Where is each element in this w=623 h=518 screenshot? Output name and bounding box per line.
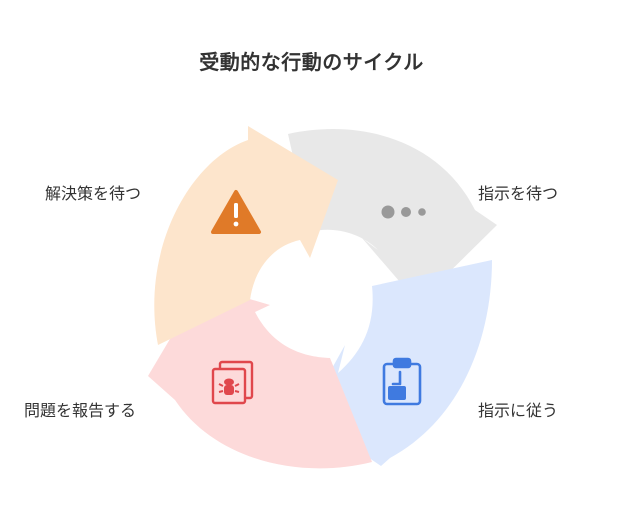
step-label-follow-instructions: 指示に従う <box>478 401 559 420</box>
report-icon <box>211 360 254 405</box>
cycle-segment-report-problem <box>148 285 372 469</box>
warning-icon <box>211 190 261 234</box>
cycle-segment-wait-solution <box>154 126 338 345</box>
diagram-title: 受動的な行動のサイクル <box>199 50 424 74</box>
clipboard-icon <box>382 357 422 406</box>
step-label-wait-solution: 解決策を待つ <box>45 184 142 203</box>
step-label-report-problem: 問題を報告する <box>24 401 137 420</box>
step-label-wait-instructions: 指示を待つ <box>478 184 559 203</box>
ellipsis-icon <box>381 205 426 219</box>
